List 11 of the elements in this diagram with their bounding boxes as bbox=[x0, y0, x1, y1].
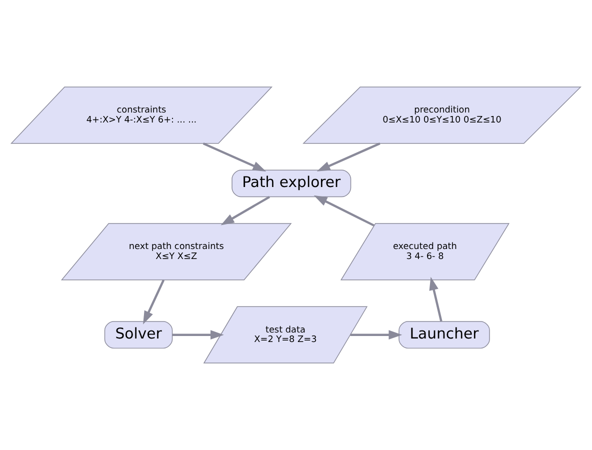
arrow bbox=[143, 280, 165, 324]
arrow bbox=[172, 330, 224, 340]
arrow bbox=[220, 196, 270, 226]
arrow bbox=[202, 142, 266, 172]
arrow bbox=[429, 276, 442, 322]
node-box: Path explorer bbox=[232, 170, 352, 198]
node-box: Solver bbox=[104, 321, 173, 349]
node-box: Launcher bbox=[398, 321, 490, 349]
arrow bbox=[314, 195, 374, 226]
arrow bbox=[316, 142, 380, 172]
arrow bbox=[350, 330, 402, 340]
